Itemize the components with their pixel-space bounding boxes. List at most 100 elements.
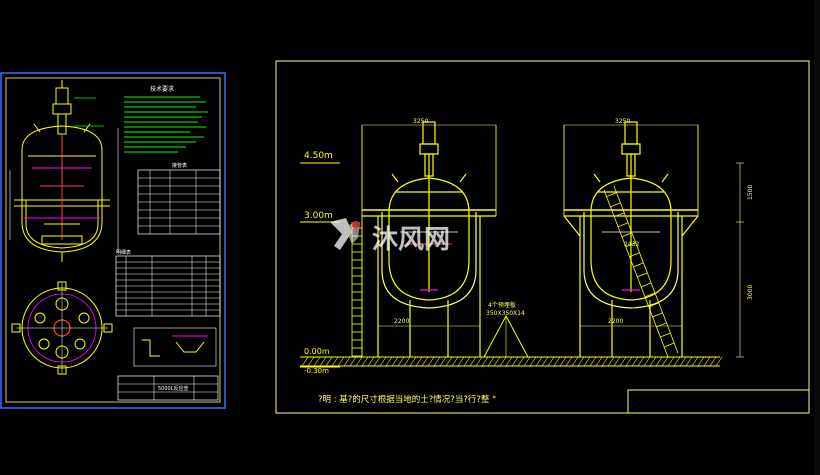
line-segment bbox=[325, 356, 333, 367]
line-segment bbox=[614, 212, 625, 218]
line-segment bbox=[349, 356, 357, 367]
line-segment bbox=[603, 189, 669, 358]
line-segment bbox=[553, 356, 561, 367]
line-segment bbox=[637, 356, 645, 367]
line-segment bbox=[439, 356, 447, 367]
line-segment bbox=[463, 356, 471, 367]
line-segment bbox=[656, 322, 667, 328]
line-segment bbox=[606, 192, 617, 198]
line-segment bbox=[640, 282, 652, 288]
left-sheet-inner-frame bbox=[5, 77, 221, 403]
ladder-right bbox=[603, 185, 679, 358]
line-segment bbox=[655, 356, 663, 367]
line-segment bbox=[660, 332, 671, 338]
line-segment bbox=[355, 356, 363, 367]
line-segment bbox=[535, 356, 543, 367]
line-segment bbox=[301, 356, 309, 367]
line-segment bbox=[433, 356, 441, 367]
line-segment bbox=[379, 356, 387, 367]
line-segment bbox=[613, 356, 621, 367]
elevation-top-label: 4.50m bbox=[304, 151, 333, 161]
line-segment bbox=[493, 356, 501, 367]
notes-title: 技术要求 bbox=[150, 85, 174, 93]
line-segment bbox=[595, 356, 603, 367]
reactor-elevation-view bbox=[9, 80, 119, 262]
line-segment bbox=[613, 185, 679, 354]
line-segment bbox=[319, 356, 327, 367]
line-segment bbox=[661, 356, 669, 367]
line-segment bbox=[610, 202, 621, 208]
line-segment bbox=[451, 356, 459, 367]
line-segment bbox=[673, 356, 681, 367]
dim-height-upper-label: 1500 bbox=[747, 185, 754, 200]
line-segment bbox=[541, 356, 549, 367]
line-segment bbox=[391, 356, 399, 367]
watermark-logo-icon bbox=[330, 218, 360, 250]
line-segment bbox=[637, 272, 648, 278]
line-segment bbox=[343, 356, 351, 367]
line-segment bbox=[667, 356, 675, 367]
dim-spacing-right-label: 2200 bbox=[608, 318, 623, 325]
dim-diagonal-label: 2432 bbox=[624, 241, 639, 248]
line-segment bbox=[625, 242, 636, 248]
line-segment bbox=[697, 356, 705, 367]
line-segment bbox=[373, 356, 381, 367]
line-segment bbox=[644, 292, 656, 298]
line-segment bbox=[475, 356, 483, 367]
foundation-label: 4个预埋板 bbox=[488, 301, 516, 309]
line-segment bbox=[633, 262, 644, 268]
line-segment bbox=[415, 356, 423, 367]
line-segment bbox=[499, 356, 507, 367]
line-segment bbox=[601, 356, 609, 367]
line-segment bbox=[481, 356, 489, 367]
line-segment bbox=[648, 302, 659, 308]
title-block-label: 5000L反应釜 bbox=[158, 385, 189, 392]
dimension-right bbox=[564, 124, 744, 358]
dim-spacing-left-label: 2200 bbox=[394, 318, 409, 325]
notes-text-lines bbox=[124, 96, 208, 153]
line-segment bbox=[409, 356, 417, 367]
bom-table-title: 明细表 bbox=[116, 249, 131, 256]
line-segment bbox=[523, 356, 531, 367]
foundation-size-label: 350X350X14 bbox=[486, 310, 525, 317]
elevation-below-label: -0.30m bbox=[304, 367, 329, 375]
line-segment bbox=[589, 356, 597, 367]
line-segment bbox=[361, 356, 369, 367]
line-segment bbox=[427, 356, 435, 367]
nozzle-table-title: 接管表 bbox=[172, 162, 187, 169]
line-segment bbox=[547, 356, 555, 367]
line-segment bbox=[664, 342, 675, 348]
nozzle-table: 接管表 bbox=[137, 162, 221, 235]
elevation-ground-label: 0.00m bbox=[304, 347, 330, 356]
reactor-plan-view bbox=[11, 281, 113, 375]
line-segment bbox=[331, 356, 339, 367]
watermark: 沐风网 bbox=[330, 218, 450, 255]
line-segment bbox=[607, 356, 615, 367]
line-segment bbox=[517, 356, 525, 367]
line-segment bbox=[643, 356, 651, 367]
line-segment bbox=[469, 356, 477, 367]
line-segment bbox=[583, 356, 591, 367]
line-segment bbox=[487, 356, 495, 367]
detail-views bbox=[133, 327, 217, 367]
line-segment bbox=[631, 356, 639, 367]
line-segment bbox=[337, 356, 345, 367]
line-segment bbox=[505, 356, 513, 367]
foundation-pad bbox=[483, 314, 529, 358]
line-segment bbox=[571, 356, 579, 367]
line-segment bbox=[403, 356, 411, 367]
line-segment bbox=[313, 356, 321, 367]
dim-width-left-label: 3250 bbox=[413, 118, 428, 125]
dimension-left bbox=[362, 124, 496, 327]
line-segment bbox=[709, 356, 717, 367]
line-segment bbox=[367, 356, 375, 367]
elevation-mid-label: 3.00m bbox=[304, 211, 333, 221]
footer-note: ?明 : 基?的尺寸根据当地的土?情况?当?行?整 ° bbox=[318, 394, 496, 405]
dim-height-lower-label: 3000 bbox=[747, 285, 754, 300]
left-title-block: 5000L反应釜 bbox=[117, 375, 219, 401]
window-right-edge bbox=[814, 0, 820, 475]
elevation-markers bbox=[300, 162, 340, 368]
line-segment bbox=[703, 356, 711, 367]
line-segment bbox=[617, 222, 629, 228]
